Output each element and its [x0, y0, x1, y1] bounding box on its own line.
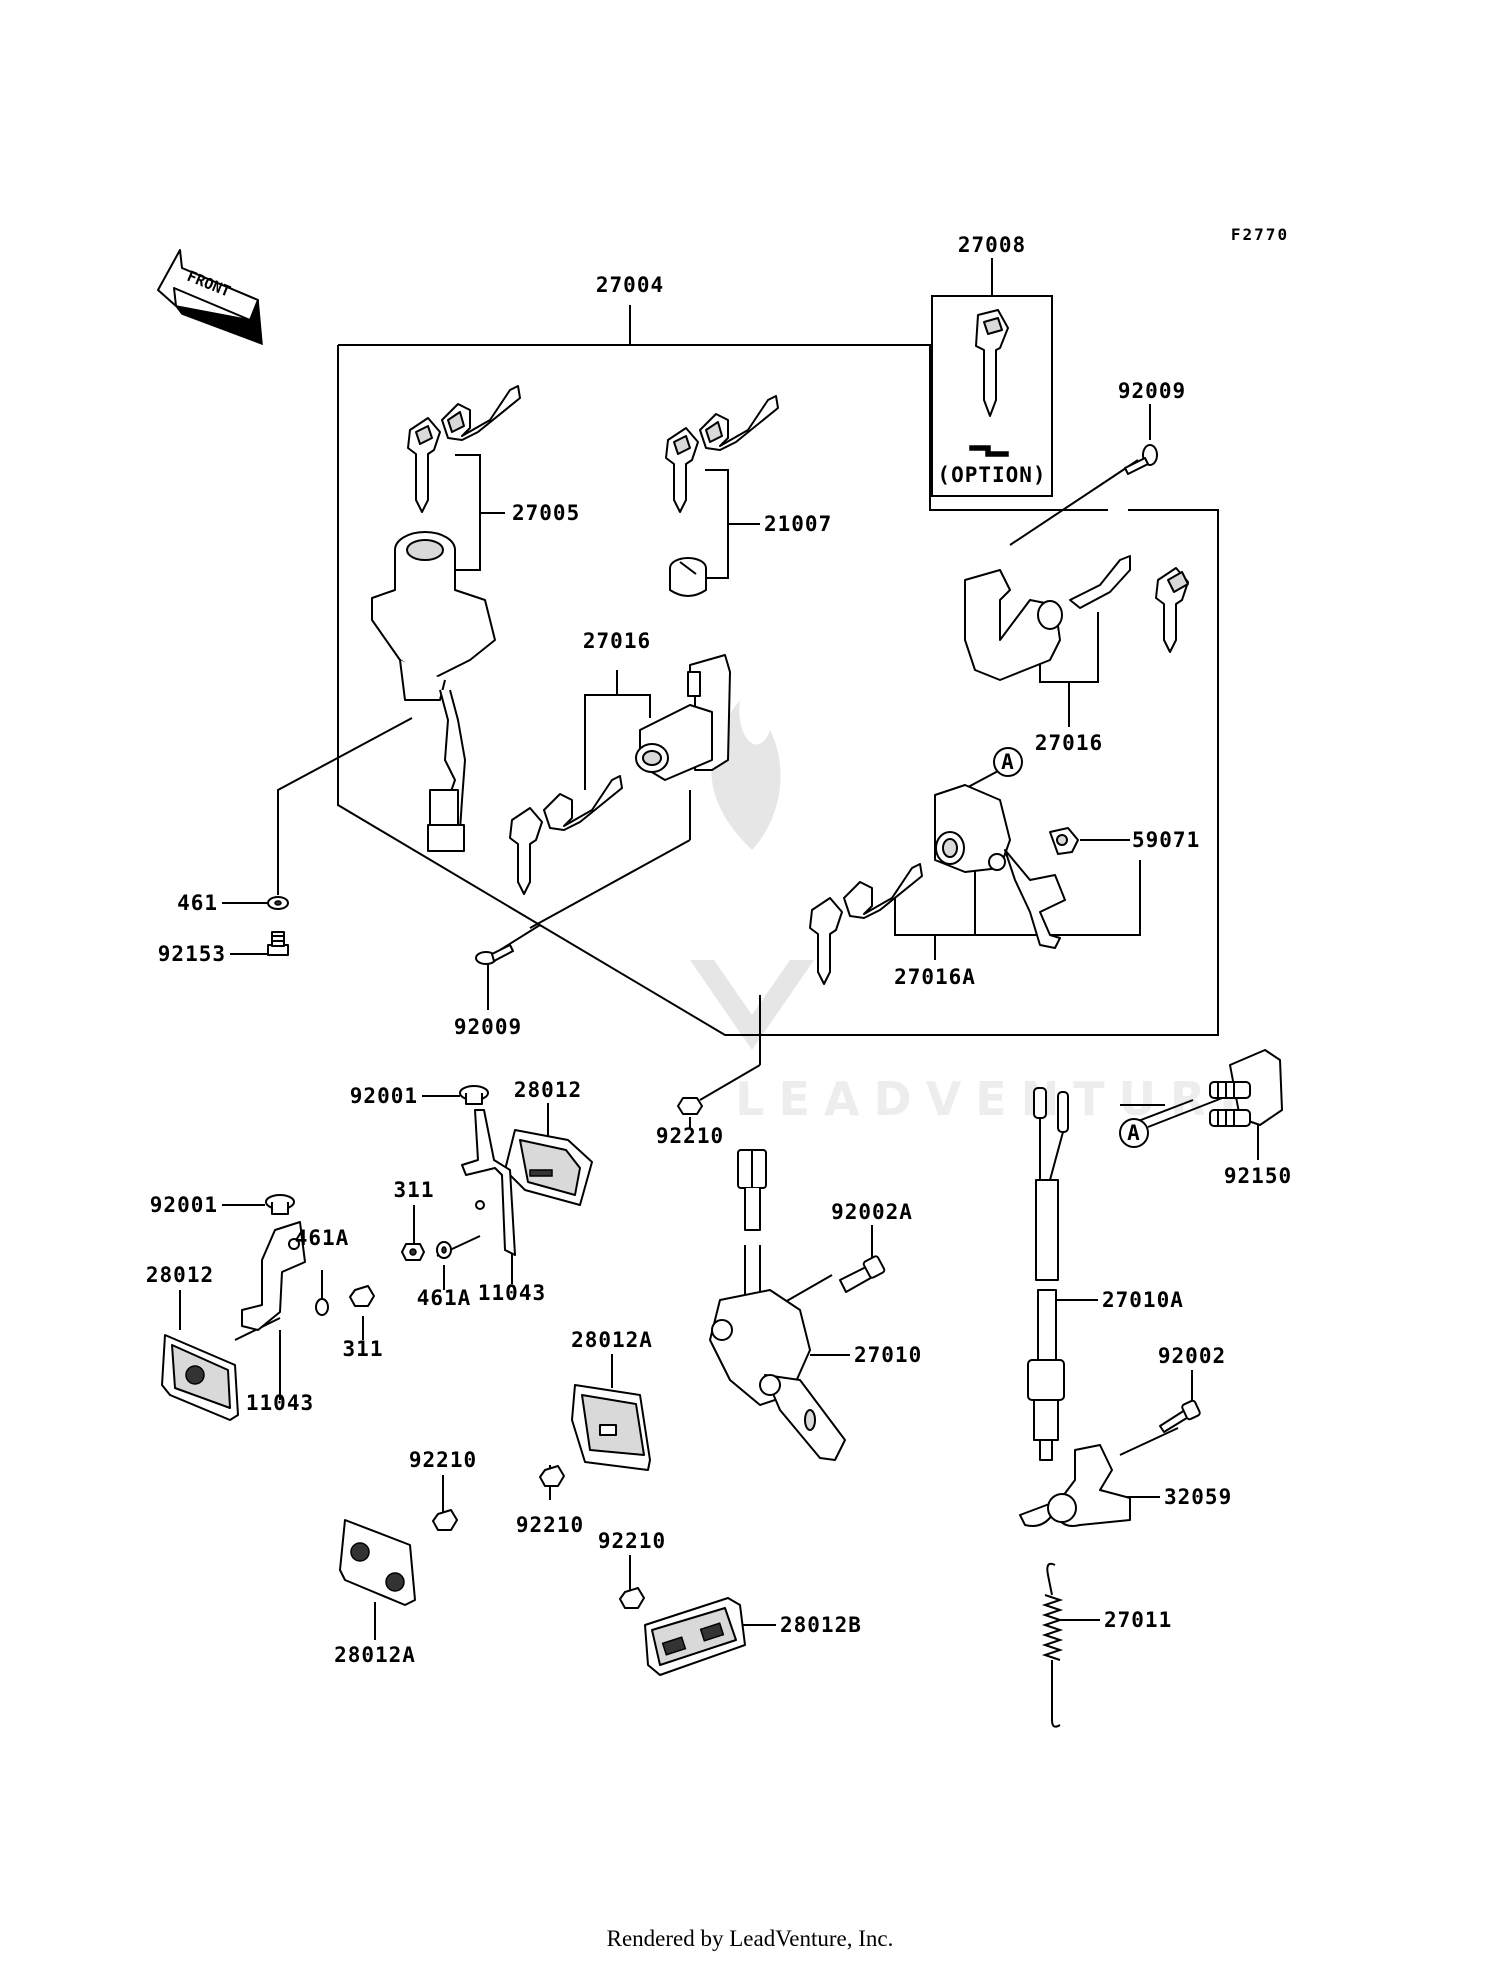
washer-461A-left: [315, 1298, 329, 1316]
label-11043-left: 11043: [246, 1391, 314, 1415]
reflector-28012-left: [161, 1334, 239, 1421]
bracket-32059: [1019, 1444, 1131, 1527]
helmet-lock-27016-right: [964, 555, 1189, 681]
bracket-11043-mid: [461, 1109, 516, 1256]
nut-92210-d: [619, 1587, 645, 1609]
keys-21007: [665, 395, 779, 513]
ref-marker-a-top: A: [993, 747, 1023, 777]
reflector-28012-top: [504, 1129, 593, 1206]
watermark-logo-v: [690, 960, 814, 1050]
bolt-92002: [1159, 1399, 1201, 1433]
label-461A-left: 461A: [295, 1226, 350, 1250]
screw-92009-top: [1124, 444, 1158, 475]
bolt-92002A: [839, 1255, 886, 1293]
ignition-switch-27005: [371, 531, 496, 852]
bolt-92001-left: [265, 1194, 295, 1215]
ref-marker-a-bottom: A: [1119, 1118, 1149, 1148]
ref-marker-a-bottom-text: A: [1127, 1121, 1141, 1145]
label-92009-bottom: 92009: [454, 1015, 522, 1039]
label-311-left: 311: [343, 1337, 384, 1361]
bracket-11043-left: [241, 1221, 306, 1331]
spring-27011: [1041, 1562, 1064, 1728]
part-59071: [1049, 827, 1079, 855]
nut-92210-a: [677, 1097, 703, 1115]
label-21007: 21007: [764, 512, 832, 536]
label-27016-right: 27016: [1035, 731, 1103, 755]
part-92150: [1209, 1049, 1283, 1160]
ref-marker-a-top-text: A: [1001, 750, 1015, 774]
watermark-text: LEADVENTURE: [735, 1072, 1265, 1126]
label-27010: 27010: [854, 1343, 922, 1367]
nut-311-left: [349, 1285, 375, 1307]
label-92210-d: 92210: [598, 1529, 666, 1553]
label-92002: 92002: [1158, 1344, 1226, 1368]
assembly-outline-27004: [337, 305, 1219, 1036]
washer-461A-mid: [436, 1241, 452, 1259]
cap-21007: [669, 557, 707, 597]
figure-code: F2770: [1231, 225, 1289, 244]
seat-lock-27016-mid: [509, 654, 731, 895]
label-28012B: 28012B: [780, 1613, 862, 1637]
nut-311-top: [401, 1243, 425, 1261]
nut-92210-c: [539, 1465, 565, 1487]
reflector-28012B: [644, 1597, 746, 1676]
label-92002A: 92002A: [831, 1200, 913, 1224]
label-27016A: 27016A: [894, 965, 976, 989]
label-27011: 27011: [1104, 1608, 1172, 1632]
label-92210-a: 92210: [656, 1124, 724, 1148]
watermark: LEADVENTURE: [690, 700, 1265, 1126]
label-28012-top: 28012: [514, 1078, 582, 1102]
front-arrow-icon: FRONT: [157, 249, 263, 346]
bolt-92153: [267, 931, 289, 956]
bolt-92001-top: [459, 1085, 489, 1105]
label-92210-c: 92210: [516, 1513, 584, 1537]
label-92210-b: 92210: [409, 1448, 477, 1472]
label-27010A: 27010A: [1102, 1288, 1184, 1312]
switch-27010: [709, 1149, 846, 1461]
option-label: (OPTION): [937, 463, 1046, 487]
label-92001-left: 92001: [150, 1193, 218, 1217]
label-28012A-left: 28012A: [334, 1643, 416, 1667]
screw-92009-bottom: [475, 944, 514, 965]
label-28012A-mid: 28012A: [571, 1328, 653, 1352]
label-59071: 59071: [1132, 828, 1200, 852]
label-27016-mid: 27016: [583, 629, 651, 653]
lock-27016A: [809, 784, 1066, 985]
label-11043-mid: 11043: [478, 1281, 546, 1305]
reflector-28012A-left: [339, 1519, 416, 1606]
part-labels: 27004 27008 92009 27005 21007 27016 2701…: [146, 233, 1292, 1667]
leader-lines: [179, 258, 1259, 1640]
key-icon: [975, 309, 1009, 417]
sensor-27010A: [1027, 1087, 1069, 1461]
washer-461: [267, 896, 289, 910]
reflector-28012A-mid: [571, 1384, 651, 1471]
label-27005: 27005: [512, 501, 580, 525]
label-27008: 27008: [958, 233, 1026, 257]
label-92001-top: 92001: [350, 1084, 418, 1108]
label-92009-top: 92009: [1118, 379, 1186, 403]
option-key-box: (OPTION): [931, 295, 1053, 497]
label-28012-left: 28012: [146, 1263, 214, 1287]
label-92153: 92153: [158, 942, 226, 966]
nut-92210-b: [432, 1509, 458, 1531]
label-92150: 92150: [1224, 1164, 1292, 1188]
label-27004: 27004: [596, 273, 664, 297]
footer-credit: Rendered by LeadVenture, Inc.: [607, 1926, 894, 1951]
label-461: 461: [177, 891, 218, 915]
label-311-top: 311: [394, 1178, 435, 1202]
label-32059: 32059: [1164, 1485, 1232, 1509]
label-461A-mid: 461A: [417, 1286, 472, 1310]
ignition-keys-27005: [407, 385, 521, 513]
